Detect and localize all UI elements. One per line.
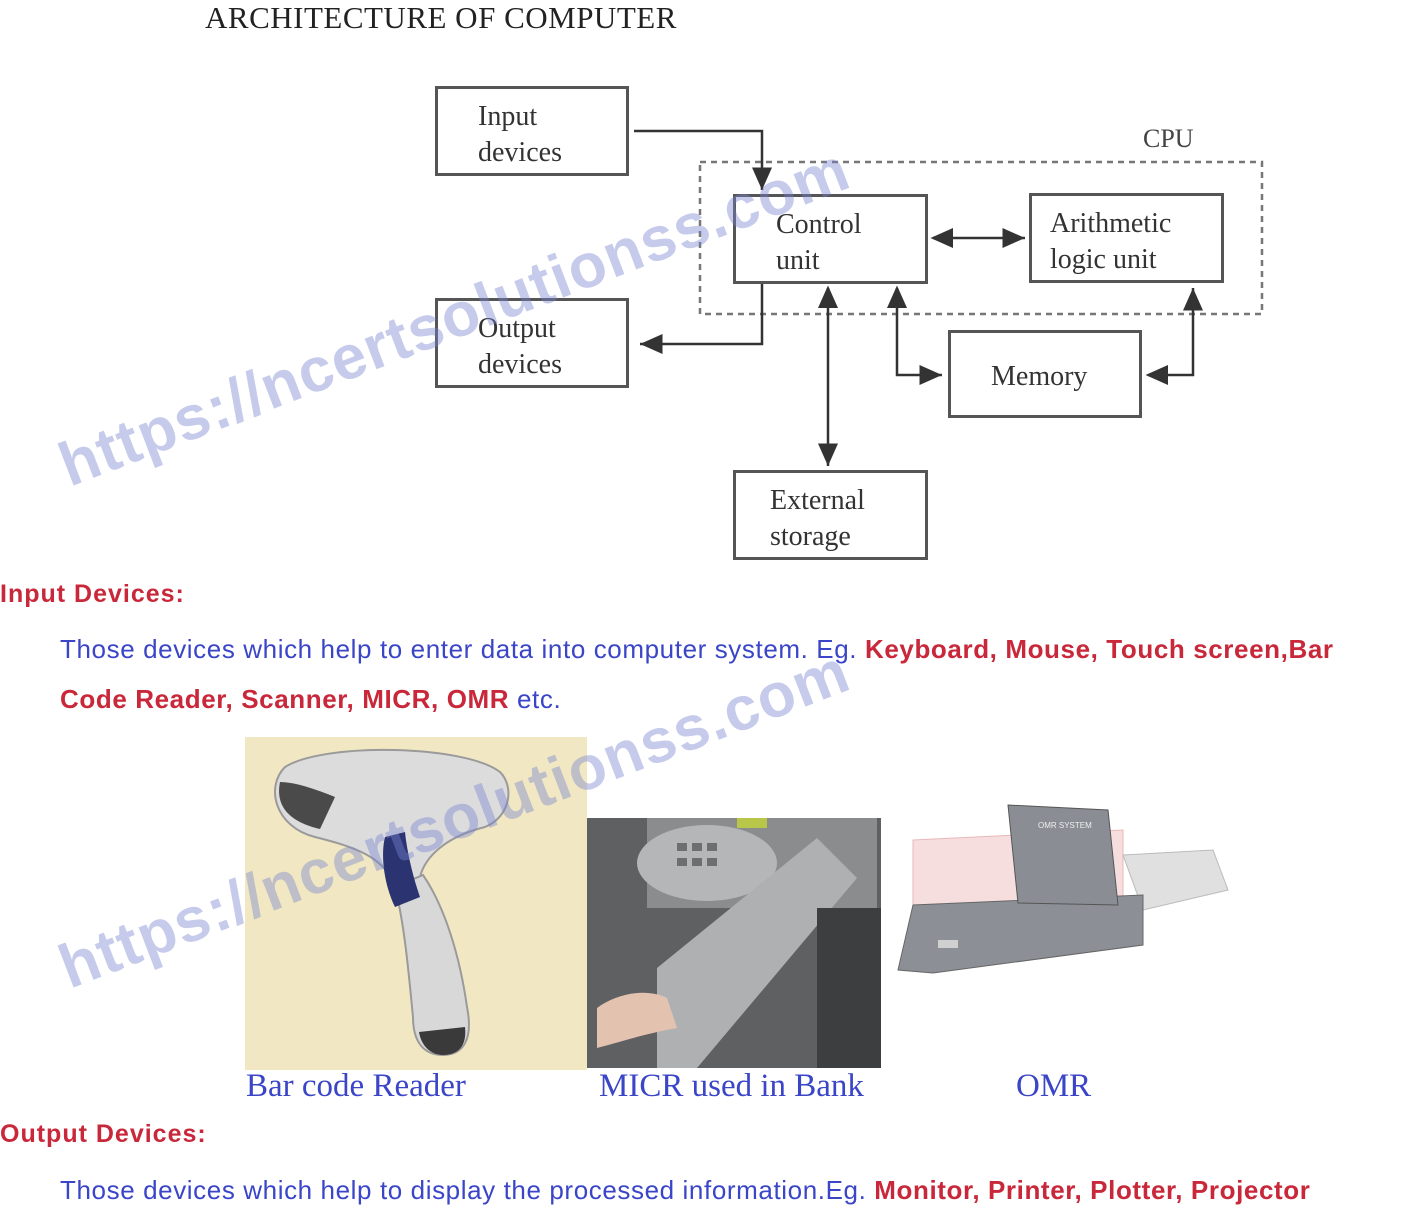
box-line: Input — [478, 101, 538, 132]
barcode-caption: Bar code Reader — [246, 1068, 466, 1104]
micr-image — [587, 818, 881, 1068]
box-line: unit — [776, 245, 820, 276]
architecture-diagram: CPU Input devices Control unit Arithmeti… — [0, 0, 1427, 580]
box-line: Output — [478, 313, 556, 344]
omr-caption: OMR — [1016, 1068, 1092, 1104]
box-line: Arithmetic — [1050, 208, 1172, 239]
diagram-connectors — [634, 129, 1264, 466]
output-examples: Monitor, Printer, Plotter, Projector — [874, 1175, 1311, 1205]
omr-device-label: OMR SYSTEM — [1038, 821, 1092, 830]
cpu-label: CPU — [1143, 124, 1194, 153]
external-storage-box: External storage — [733, 470, 928, 560]
control-memory-arrow — [887, 285, 942, 385]
control-unit-box: Control unit — [733, 194, 928, 284]
box-line: storage — [770, 521, 851, 552]
micr-caption: MICR used in Bank — [599, 1068, 864, 1104]
input-devices-box: Input devices — [435, 86, 629, 176]
input-devices-heading: Input Devices: — [0, 580, 185, 608]
input-text-prefix: Those devices which help to enter data i… — [60, 634, 865, 664]
input-devices-text: Those devices which help to enter data i… — [60, 624, 1334, 724]
barcode-reader-image — [245, 737, 587, 1070]
box-line: Memory — [991, 361, 1088, 392]
output-devices-text: Those devices which help to display the … — [60, 1165, 1310, 1215]
box-line: devices — [478, 349, 562, 380]
memory-box: Memory — [948, 330, 1142, 418]
output-text-prefix: Those devices which help to display the … — [60, 1175, 875, 1205]
input-examples-line1: Keyboard, Mouse, Touch screen,Bar — [864, 634, 1334, 664]
control-to-output-arrow — [640, 284, 764, 354]
output-devices-heading: Output Devices: — [0, 1120, 207, 1148]
cpu-boundary — [698, 160, 1264, 316]
page-title: ARCHITECTURE OF COMPUTER — [205, 0, 677, 35]
alu-box: Arithmetic logic unit — [1029, 193, 1224, 283]
box-line: External — [770, 485, 865, 516]
box-line: devices — [478, 137, 562, 168]
omr-image: OMR SYSTEM — [893, 795, 1233, 985]
box-line: logic unit — [1050, 244, 1157, 275]
memory-alu-arrow — [1145, 288, 1203, 385]
input-examples-line2: Code Reader, Scanner, MICR, OMR — [60, 684, 510, 714]
output-devices-box: Output devices — [435, 298, 629, 388]
input-text-suffix: etc. — [509, 684, 562, 714]
input-to-control-arrow — [634, 129, 772, 190]
box-line: Control — [776, 209, 862, 240]
